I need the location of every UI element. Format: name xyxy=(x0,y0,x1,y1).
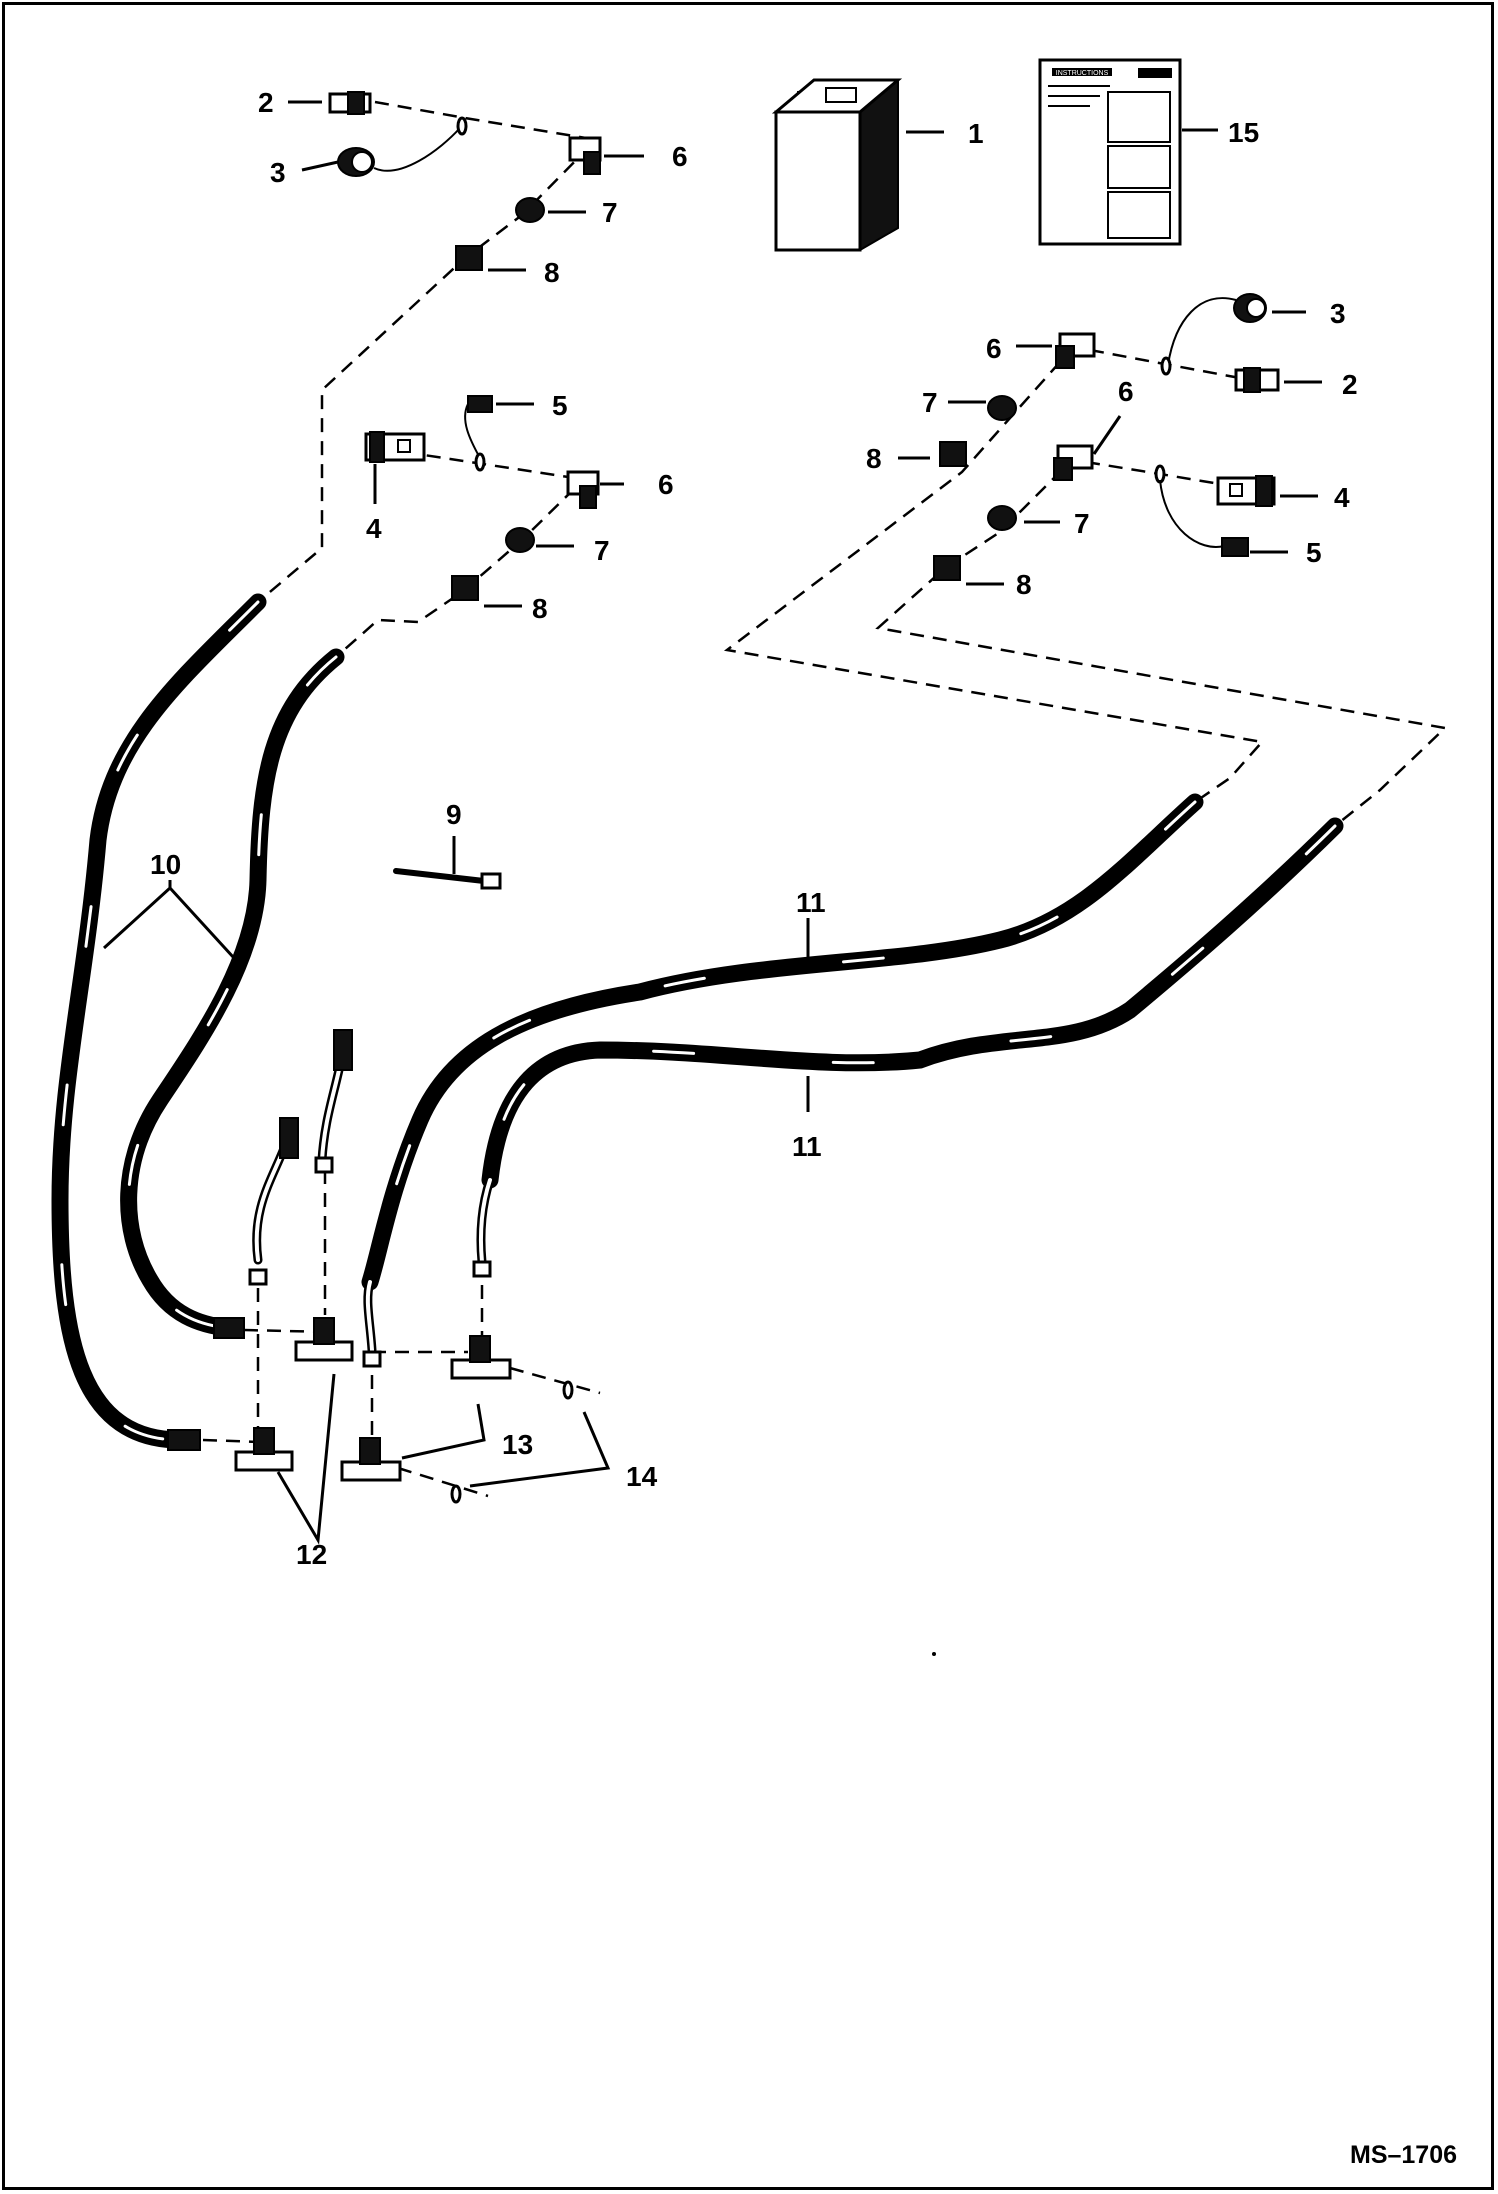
callout-3-b: 3 xyxy=(1330,298,1346,329)
callout-5-a: 5 xyxy=(552,390,568,421)
callout-8-c: 8 xyxy=(866,443,882,474)
tubes xyxy=(248,1029,495,1368)
callout-labels: 1 2 2 3 3 4 4 5 5 6 6 6 6 7 7 7 7 8 8 8 … xyxy=(150,87,1358,1570)
fittings-upper-left xyxy=(328,91,602,601)
fitting-8-b xyxy=(451,575,479,601)
tee-13-b xyxy=(340,1437,402,1482)
callout-7-d: 7 xyxy=(1074,508,1090,539)
fitting-8-a xyxy=(455,245,483,271)
plug-5-b xyxy=(1221,537,1249,557)
instruction-sheet: INSTRUCTIONS xyxy=(1038,58,1182,246)
instruction-sheet-heading: INSTRUCTIONS xyxy=(1056,70,1109,77)
callout-6-c: 6 xyxy=(986,333,1002,364)
callout-4-b: 4 xyxy=(1334,482,1350,513)
callout-7-a: 7 xyxy=(602,197,618,228)
hose-11-upper xyxy=(361,793,1204,1291)
o-ring-14-b xyxy=(450,1484,462,1504)
callout-1: 1 xyxy=(968,118,984,149)
adapter-2 xyxy=(328,91,372,115)
plug-5-a xyxy=(464,395,493,459)
callout-6-b: 6 xyxy=(658,469,674,500)
elbow-6-d xyxy=(1053,444,1094,481)
fitting-8-c xyxy=(939,441,967,467)
tee-12-b xyxy=(234,1427,294,1472)
callout-8-a: 8 xyxy=(544,257,560,288)
callout-6-a: 6 xyxy=(672,141,688,172)
leader-lines xyxy=(102,100,1322,1545)
callout-2-a: 2 xyxy=(258,87,274,118)
cap-3 xyxy=(337,127,461,177)
callout-14: 14 xyxy=(626,1461,658,1492)
elbow-6-a xyxy=(568,136,602,175)
callout-3-a: 3 xyxy=(270,157,286,188)
callout-11-a: 11 xyxy=(796,887,826,918)
tee-12-a xyxy=(294,1317,354,1362)
callout-12: 12 xyxy=(296,1539,327,1570)
elbow-6-c xyxy=(1055,332,1096,369)
kit-box xyxy=(771,78,903,252)
rod-part-9 xyxy=(393,868,502,890)
callout-6-d: 6 xyxy=(1118,376,1134,407)
callout-5-b: 5 xyxy=(1306,537,1322,568)
callout-11-b: 11 xyxy=(792,1131,822,1162)
tee-fittings xyxy=(234,1317,574,1504)
adapter-2-b xyxy=(1234,367,1280,393)
elbow-6-b xyxy=(566,470,600,509)
coupler-4-a xyxy=(364,431,426,463)
tee-13-a xyxy=(450,1335,512,1380)
hose-11-lower xyxy=(481,817,1344,1189)
callout-4-a: 4 xyxy=(366,513,382,544)
cap-3-b xyxy=(1167,293,1267,366)
coupler-4-b xyxy=(1159,475,1276,548)
callout-13: 13 xyxy=(502,1429,533,1460)
nut-7-d xyxy=(987,505,1017,531)
hose-10-inner xyxy=(120,648,345,1339)
callout-9: 9 xyxy=(446,799,462,830)
callout-7-c: 7 xyxy=(922,387,938,418)
callout-15: 15 xyxy=(1228,117,1259,148)
nut-7-b xyxy=(505,527,535,553)
callout-10: 10 xyxy=(150,849,181,880)
callout-7-b: 7 xyxy=(594,535,610,566)
fittings-upper-right xyxy=(933,293,1280,581)
nut-7-a xyxy=(515,197,545,223)
nut-7-c xyxy=(987,395,1017,421)
callout-2-b: 2 xyxy=(1342,369,1358,400)
hose-10-outer xyxy=(51,593,267,1451)
fitting-8-d xyxy=(933,555,961,581)
drawing-code: MS–1706 xyxy=(1350,2141,1457,2169)
o-ring-14-a xyxy=(562,1380,574,1400)
callout-8-b: 8 xyxy=(532,593,548,624)
callout-8-d: 8 xyxy=(1016,569,1032,600)
